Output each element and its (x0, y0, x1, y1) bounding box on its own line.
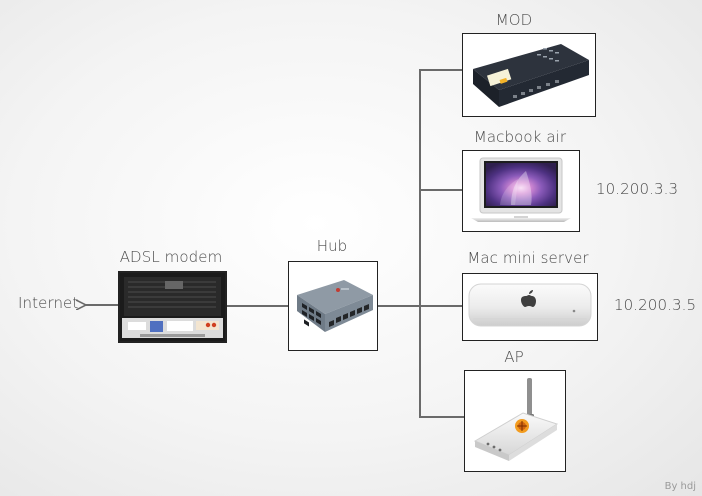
macbook-air-label: Macbook air (473, 128, 567, 146)
internet-label: Internet (18, 294, 79, 312)
ap-node (464, 370, 566, 472)
set-top-box-icon (463, 34, 595, 116)
laptop-icon (463, 151, 579, 231)
wireless-access-point-icon (465, 371, 565, 471)
adsl-modem-node (118, 271, 227, 343)
author-credit: By hdj (664, 481, 696, 492)
hub-label: Hub (316, 237, 348, 255)
adsl-modem-label: ADSL modem (119, 248, 223, 266)
ap-label: AP (504, 348, 524, 366)
hub-node (288, 261, 378, 351)
mac-mini-icon (463, 274, 597, 340)
macbook-air-ip: 10.200.3.3 (596, 180, 679, 198)
mod-node (462, 33, 596, 117)
adsl-modem-icon (120, 273, 225, 341)
mac-mini-server-label: Mac mini server (467, 249, 589, 267)
mac-mini-server-node (462, 273, 598, 341)
mod-label: MOD (495, 11, 533, 29)
macbook-air-node (462, 150, 580, 232)
mac-mini-server-ip: 10.200.3.5 (614, 296, 697, 314)
network-hub-icon (289, 262, 377, 350)
